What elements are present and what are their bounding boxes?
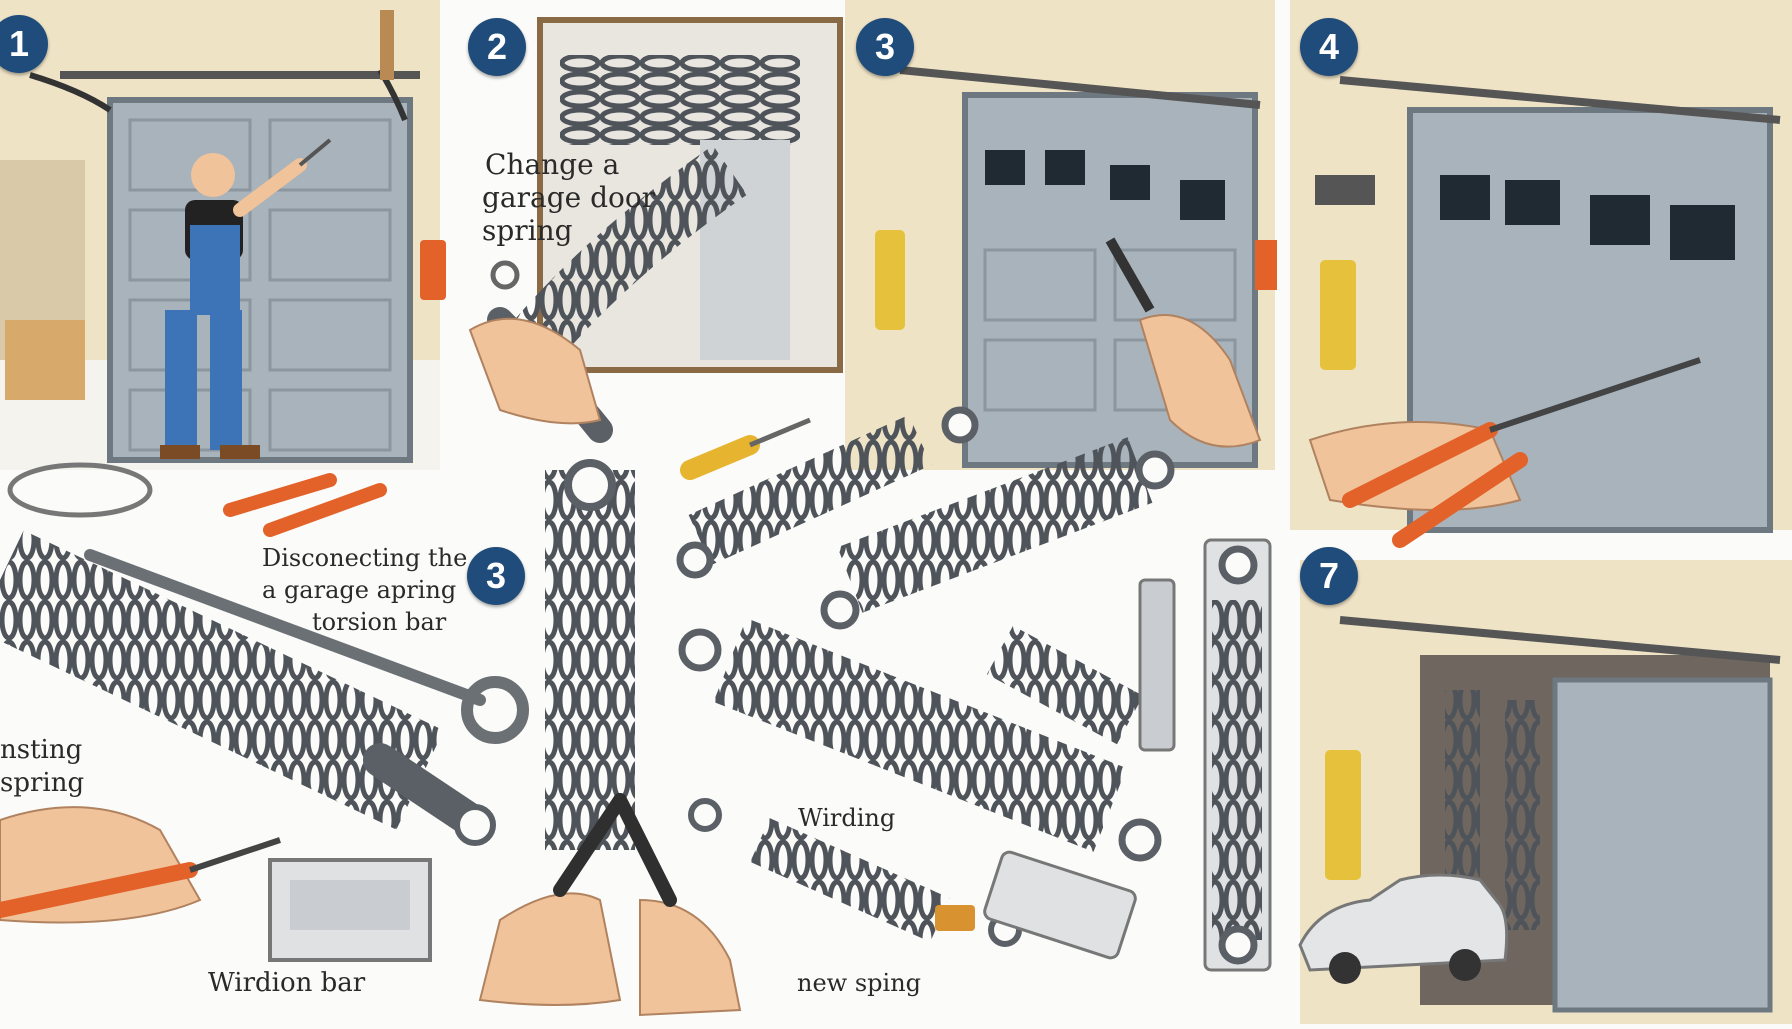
caption-disconnect-line1: Disconecting the [262, 544, 468, 572]
caption-install-line1: nsting [0, 735, 83, 765]
parts-layout [0, 406, 1272, 1017]
step-badge-4: 4 [1300, 18, 1358, 76]
panel-1-scene [0, 0, 446, 537]
step-badge-2: 2 [468, 18, 526, 76]
caption-new-spring: new sping [797, 969, 922, 997]
step-badge-3-middle: 3 [467, 547, 525, 605]
caption-change-line1: Change a [485, 148, 620, 181]
caption-change-line3: spring [482, 214, 573, 247]
caption-install-line2: spring [0, 768, 85, 798]
caption-winding: Wirding [798, 804, 896, 832]
step-badge-7: 7 [1300, 547, 1358, 605]
caption-change-line2: garage door [482, 181, 656, 214]
step-badge-3-top: 3 [856, 18, 914, 76]
caption-disconnect-line3: torsion bar [312, 608, 447, 636]
panel-4-scene [1290, 0, 1792, 548]
panel-7-scene [1298, 560, 1792, 1024]
caption-winding-bar: Wirdion bar [208, 968, 366, 998]
caption-disconnect-line2: a garage apring [262, 576, 457, 604]
panel-2-scene [468, 17, 843, 443]
panel-3-scene [845, 0, 1277, 470]
step-badge-1: 1 [0, 15, 48, 73]
